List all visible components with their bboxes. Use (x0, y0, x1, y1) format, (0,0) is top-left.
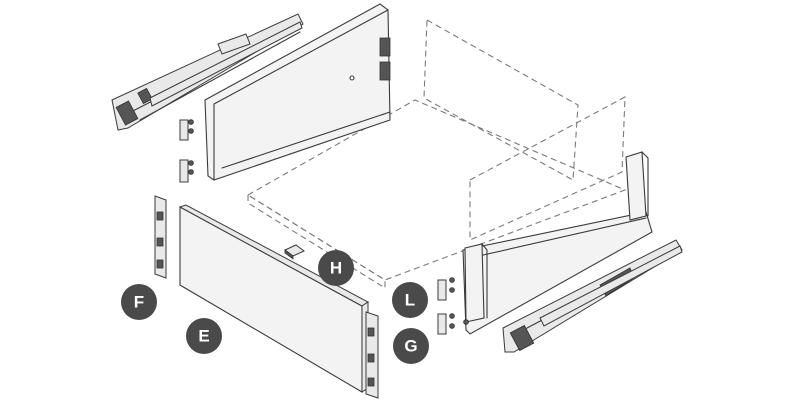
right-brackets (437, 277, 469, 335)
right-runner (502, 239, 683, 353)
front-connector-right (365, 311, 379, 399)
callout-h-label: H (330, 259, 342, 278)
right-drawer-side (462, 151, 653, 335)
front-panel (178, 204, 369, 393)
left-drawer-side (204, 3, 391, 181)
callout-h: H (318, 250, 354, 286)
left-brackets (179, 119, 194, 183)
callout-l: L (392, 282, 428, 318)
callout-g-label: G (404, 337, 417, 356)
callout-f-label: F (134, 293, 144, 312)
callout-e-label: E (198, 327, 209, 346)
front-connector-left (154, 195, 167, 279)
left-runner (111, 13, 304, 131)
callout-f: F (121, 284, 157, 320)
callout-l-label: L (405, 291, 415, 310)
callout-e: E (186, 318, 222, 354)
callout-g: G (393, 328, 429, 364)
clip-part (284, 244, 305, 260)
